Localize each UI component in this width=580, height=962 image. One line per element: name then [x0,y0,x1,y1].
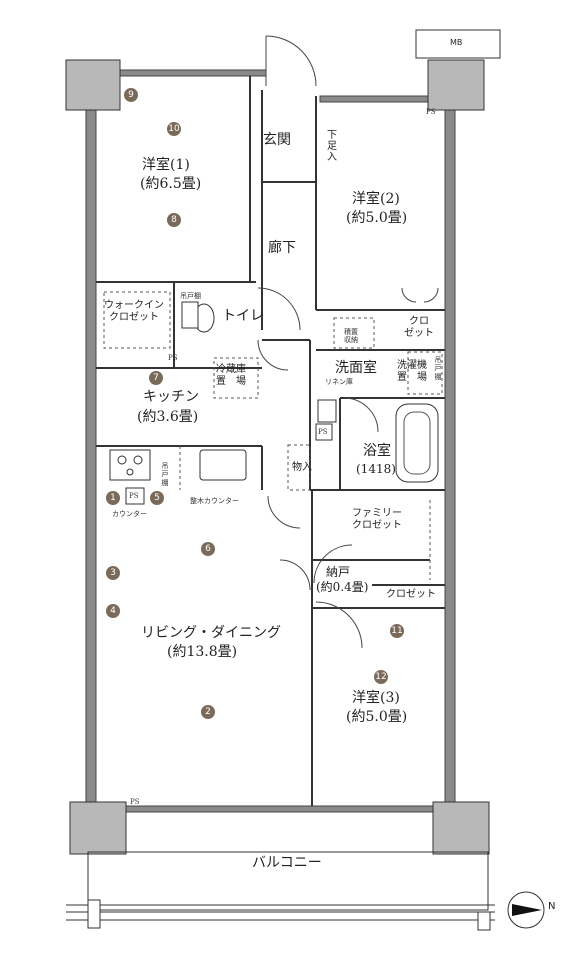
hallway-label: 廊下 [268,240,296,256]
kitchen-shelf-label: 吊戸棚 [161,462,169,487]
marker-9: 9 [124,88,138,102]
wic-label: ウォークイン クロゼット [104,300,164,323]
ps-label-washroom: PS [318,428,328,436]
wall-right [444,69,456,811]
ps-label-living: PS [129,492,139,500]
marker-6: 6 [201,542,215,556]
marker-5: 5 [150,491,164,505]
shoe-storage-label: 下足入 [327,130,337,163]
storeroom-size: (約0.4畳) [316,580,369,594]
marker-10: 10 [167,122,181,136]
kitchen-name: キッチン [143,389,199,405]
closet-label: クロゼット [386,589,436,600]
mb-label: MB [450,38,463,47]
marker-2: 2 [201,705,215,719]
toilet-label: トイレ [222,308,264,324]
washer-label: 洗濯機 置 場 [397,360,427,383]
wall-bottom [85,805,456,813]
bath-size: (1418) [356,462,396,476]
entrance-label: 玄関 [263,132,291,148]
mb-box [415,29,501,59]
fridge-label: 冷蔵庫 置 場 [216,364,246,387]
bedroom1-name: 洋室(1) [142,157,190,173]
marker-8: 8 [167,213,181,227]
marker-4: 4 [106,604,120,618]
marker-11: 11 [390,624,404,638]
washroom-label: 洗面室 [335,360,377,376]
column-top-left [65,59,121,111]
counter-label: カウンター [112,510,147,518]
north-label: N [548,901,556,912]
bedroom1-size: (約6.5畳) [140,176,202,192]
sys-counter-label: 整木カウンター [190,497,239,505]
bedroom3-name: 洋室(3) [352,690,400,706]
bath-name: 浴室 [363,443,391,459]
balcony-area [87,851,489,911]
wall-left [85,69,97,811]
compass [507,891,545,929]
bedroom2-name: 洋室(2) [352,191,400,207]
marker-1: 1 [106,491,120,505]
balcony-label: バルコニー [252,855,322,871]
marker-12: 12 [374,670,388,684]
closet-b2-label: クロ ゼット [404,316,434,339]
toilet-shelf-label: 吊戸棚 [180,292,201,300]
column-top-right [427,59,485,111]
bathtub [395,403,439,483]
living-size: (約13.8畳) [167,644,238,660]
ps-label-balcony: PS [130,798,140,806]
sink [199,449,247,481]
washroom-shelf-label: 吊戸棚 [434,356,442,381]
linen-label: リネン庫 [325,378,353,386]
ps-label-kitchen: PS [168,354,178,362]
storage-small-label: 積置 収納 [344,328,358,345]
column-bottom-left [69,801,127,855]
marker-7: 7 [149,371,163,385]
ps-label-top: PS [426,108,436,116]
column-bottom-right [432,801,490,855]
living-name: リビング・ダイニング [141,625,281,641]
bedroom3-size: (約5.0畳) [346,709,408,725]
storeroom-name: 納戸 [326,565,351,579]
marker-3: 3 [106,566,120,580]
kitchen-size: (約3.6畳) [137,409,199,425]
family-closet-label: ファミリー クロゼット [352,508,402,531]
storage-in-label: 物入 [292,462,312,473]
bedroom2-size: (約5.0畳) [346,210,408,226]
